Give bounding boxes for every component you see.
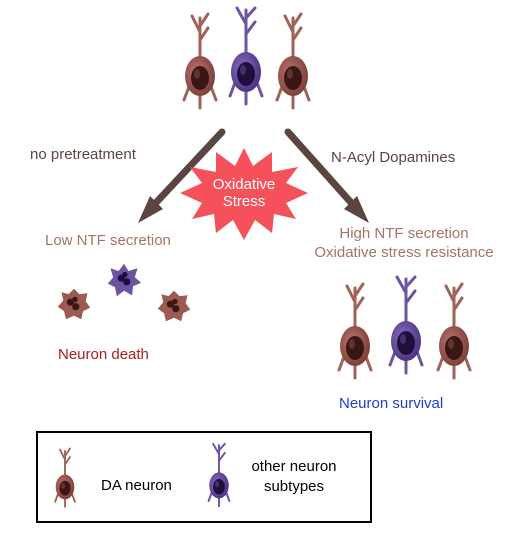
high-ntf-line-2: Oxidative stress resistance <box>314 244 494 261</box>
stress-line-1: Oxidative <box>212 176 276 193</box>
low-ntf-label: Low NTF secretion <box>45 232 171 249</box>
survived-da-neuron-left <box>337 282 373 380</box>
top-da-neuron-left <box>182 12 218 110</box>
top-other-neuron <box>228 6 264 106</box>
legend-da-neuron-label: DA neuron <box>101 477 172 494</box>
neuron-survival-label: Neuron survival <box>339 395 444 412</box>
oxidative-stress-label: Oxidative Stress <box>196 176 292 210</box>
n-acyl-dopamines-label: N-Acyl Dopamines <box>331 149 456 166</box>
left-arrow <box>138 128 226 223</box>
dead-da-neuron-left <box>57 288 91 320</box>
dead-other-neuron <box>107 263 142 297</box>
survived-other-neuron <box>388 275 424 375</box>
neuron-death-label: Neuron death <box>58 346 149 363</box>
high-ntf-line-1: High NTF secretion <box>339 225 469 242</box>
legend-other-line-2: subtypes <box>263 478 325 495</box>
right-arrow <box>284 128 369 223</box>
no-pretreatment-label: no pretreatment <box>30 146 136 163</box>
legend-other-neuron-label: other neuron subtypes <box>248 457 340 497</box>
dead-da-neuron-right <box>157 290 191 322</box>
top-da-neuron-right <box>275 12 311 110</box>
oxidative-stress-burst <box>180 148 308 240</box>
legend-box <box>36 431 372 523</box>
legend-other-line-1: other neuron <box>251 458 337 475</box>
high-ntf-label: High NTF secretion Oxidative stress resi… <box>293 224 515 262</box>
stress-line-2: Stress <box>222 193 266 210</box>
survived-da-neuron-right <box>436 282 472 380</box>
